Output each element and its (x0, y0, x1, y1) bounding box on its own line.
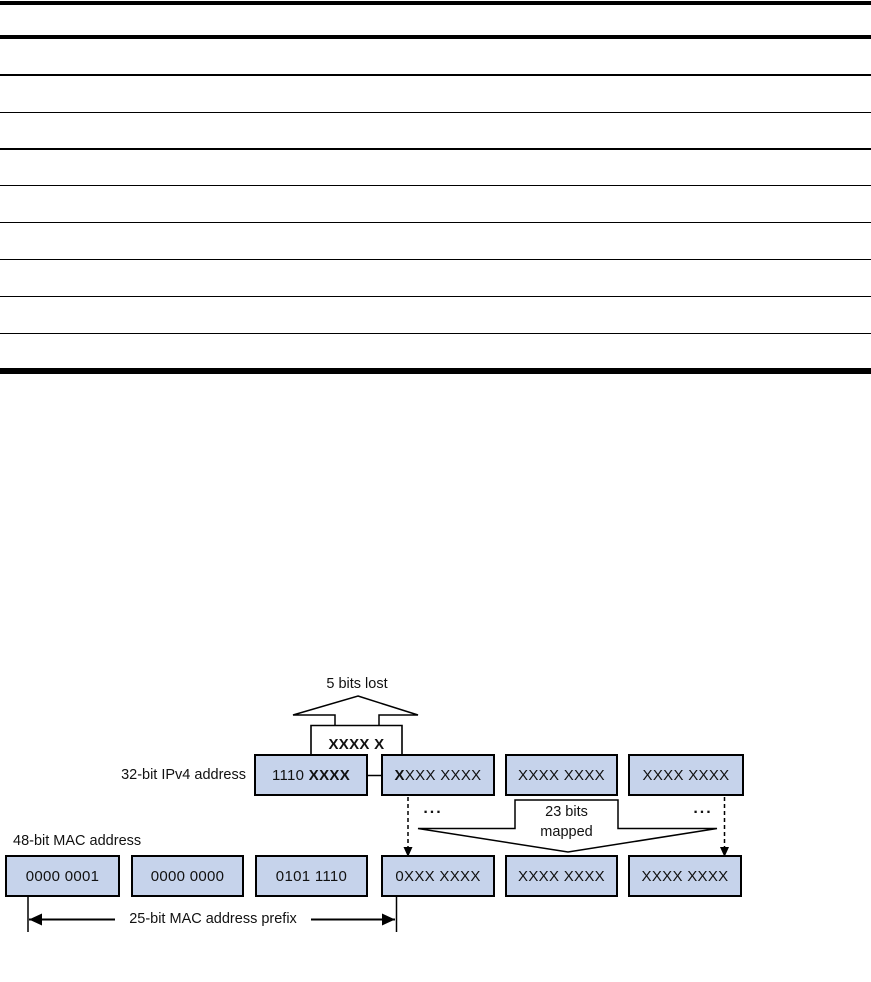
mac-octet-4-text: 0XXX XXXX (395, 867, 481, 885)
mac-octet-2-text: 0000 0000 (150, 867, 225, 885)
prefix-arrowhead-left (29, 913, 42, 926)
ipv4-octet-1-text: 1110 (271, 766, 309, 784)
mapped-bits-label-line1: 23 bits (545, 804, 588, 820)
ellipsis-right: ... (693, 800, 713, 817)
table-row-rule (0, 74, 871, 76)
ipv4-row-label: 32-bit IPv4 address (121, 767, 246, 783)
mac-octet-3-box: 0101 1110 (255, 855, 368, 897)
ipv4-octet-2-text: XXX XXXX (404, 766, 482, 784)
table-row-rule (0, 148, 871, 150)
mapped-bits-label-line2: mapped (540, 824, 593, 840)
mapping-arrowhead-right (720, 847, 729, 857)
ipv4-octet-4-box: XXXX XXXX (628, 754, 744, 796)
table-row-rule (0, 332, 871, 334)
lost-bits-text: XXXX X (328, 736, 385, 753)
bits-lost-label: 5 bits lost (326, 676, 388, 692)
table-header-rule (0, 35, 871, 39)
mac-octet-5-text: XXXX XXXX (518, 867, 605, 885)
ipv4-octet-4-text: XXXX XXXX (642, 766, 730, 784)
mac-octet-3-text: 0101 1110 (275, 867, 348, 885)
table-bottom-border (0, 368, 871, 374)
table-row-rule (0, 184, 871, 186)
ipv4-octet-1-text-bold: XXXX (308, 766, 351, 784)
prefix-arrowhead-right (382, 913, 395, 926)
ipv4-octet-2-text-bold: X (394, 766, 405, 784)
mac-octet-6-text: XXXX XXXX (641, 867, 729, 885)
ipv4-octet-3-text: XXXX XXXX (518, 766, 605, 784)
mac-octet-2-box: 0000 0000 (131, 855, 244, 897)
table-row-rule (0, 258, 871, 260)
mac-row-label: 48-bit MAC address (13, 833, 142, 849)
table-row-rule (0, 295, 871, 297)
table-row-rule (0, 221, 871, 223)
table-row-rule (0, 111, 871, 113)
mac-octet-1-text: 0000 0001 (25, 867, 100, 885)
mapped-bits-label: 23 bits mapped (506, 802, 627, 842)
mac-prefix-label: 25-bit MAC address prefix (115, 911, 311, 927)
mapped-banner-shape (417, 799, 718, 853)
ipv4-octet-1-box: 1110 XXXX (254, 754, 368, 796)
mac-octet-4-box: 0XXX XXXX (381, 855, 495, 897)
lost-bits-rect (310, 724, 403, 754)
mac-octet-6-box: XXXX XXXX (628, 855, 742, 897)
bits-lost-up-arrow (292, 695, 419, 727)
mapping-arrowhead-left (403, 847, 413, 857)
ipv4-octet-3-box: XXXX XXXX (505, 754, 618, 796)
mac-octet-5-box: XXXX XXXX (505, 855, 618, 897)
ellipsis-left: ... (423, 800, 443, 817)
mac-octet-1-box: 0000 0001 (5, 855, 120, 897)
table-top-border (0, 1, 871, 5)
